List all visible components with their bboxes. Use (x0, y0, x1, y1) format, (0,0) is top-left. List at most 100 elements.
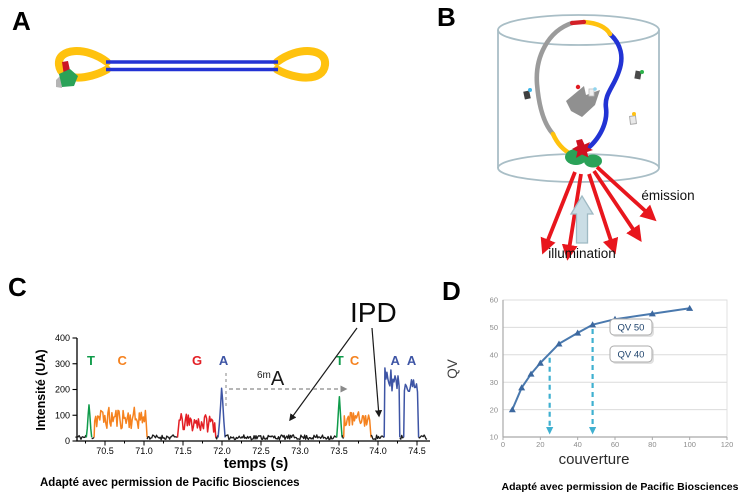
incoming-dye-cyan (593, 87, 597, 91)
trace-pulse-C (342, 411, 372, 438)
ipd-arrow-left (289, 327, 358, 422)
base-call-letter: T (336, 353, 344, 368)
trace-xtick-label: 71.0 (135, 446, 153, 456)
qv50-callout: QV 50 (609, 318, 654, 337)
free-nucleotide-yellow (629, 112, 637, 125)
qv-data-point (589, 321, 597, 328)
trace-pulse-G (176, 413, 217, 438)
incoming-nucleotide (588, 88, 595, 97)
incorporated-dye-dot (575, 84, 581, 90)
fluorescence-flash-star (572, 139, 593, 158)
trace-baseline (341, 434, 345, 439)
zmw-diagram: émission illumination (497, 14, 695, 261)
methyl-adenine-label: 6mA (257, 368, 285, 390)
qv-ylabel: QV (445, 359, 460, 379)
base-call-letter: T (87, 353, 95, 368)
trace-pulse-A (402, 379, 420, 438)
panel-a-label: A (12, 6, 31, 36)
ipd-arrow-right (371, 327, 383, 418)
qv-xtick-label: 0 (501, 440, 505, 449)
trace-xtick-label: 70.5 (96, 446, 114, 456)
base-call-letter: A (219, 353, 229, 368)
qv-xtick-label: 120 (721, 440, 734, 449)
trace-pulse-T (85, 404, 93, 438)
qv-data-point (536, 359, 544, 366)
qv-data-point (555, 340, 563, 347)
coverage-arrowhead (589, 427, 597, 435)
qv-data-point (508, 406, 516, 413)
base-call-letter: A (390, 353, 400, 368)
trace-xtick-label: 74.5 (408, 446, 426, 456)
polymerase-blob (59, 69, 78, 87)
qv-xtick-label: 20 (536, 440, 544, 449)
qv40-callout: QV 40 (609, 345, 654, 364)
trace-xtick-label: 72.5 (252, 446, 270, 456)
trace-ytick-label: 100 (55, 410, 70, 420)
trace-pulse-C (93, 406, 148, 438)
trace-xtick-label: 73.0 (291, 446, 309, 456)
trace-xtick-label: 72.0 (213, 446, 231, 456)
qv-ytick-label: 40 (490, 351, 498, 360)
base-call-letter: C (117, 353, 127, 368)
coverage-arrowhead (546, 427, 554, 435)
trace-pulse-A (217, 387, 226, 438)
hairpin-loop-left (55, 47, 111, 82)
trace-pulse-A (383, 367, 401, 438)
emission-arrows (540, 165, 657, 261)
trace-baseline (370, 434, 385, 441)
free-nucleotide-cyan (523, 88, 532, 100)
panel-c-label: C (8, 272, 27, 302)
trace-xtick-label: 74.0 (369, 446, 387, 456)
trace-ytick-label: 200 (55, 385, 70, 395)
illumination-arrow (569, 194, 595, 244)
qv-xtick-label: 80 (648, 440, 656, 449)
qv-ytick-label: 30 (490, 378, 498, 387)
svg-text:QV 50: QV 50 (618, 323, 645, 334)
template-adapter-top (581, 19, 613, 37)
base-call-letter: A (407, 353, 417, 368)
trace-baseline (418, 434, 428, 440)
illumination-label: illumination (548, 246, 616, 261)
qv-ytick-label: 60 (490, 296, 498, 305)
qv-data-point (527, 370, 535, 377)
ipd-label: IPD (350, 297, 397, 328)
qv-data-point (648, 310, 656, 317)
qv-curve (511, 307, 690, 410)
trace-xtick-label: 71.5 (174, 446, 192, 456)
qv-ytick-label: 10 (490, 433, 498, 442)
template-strand-gray (534, 20, 575, 137)
qv-xtick-label: 100 (683, 440, 696, 449)
polymerase-bottom-right (584, 154, 602, 168)
trace-baseline (91, 436, 95, 440)
qv-ytick-label: 20 (490, 405, 498, 414)
trace-ylabel: Intensité (UA) (34, 349, 48, 430)
trace-baseline (146, 434, 178, 441)
panel-b-label: B (437, 2, 456, 32)
trace-ytick-label: 400 (55, 333, 70, 343)
qv-xlabel: couverture (559, 451, 630, 468)
trace-pulse-T (335, 395, 343, 438)
trace-baseline (75, 434, 87, 440)
panel-d-label: D (442, 276, 461, 306)
qv-ytick-label: 50 (490, 323, 498, 332)
free-nucleotide-green (634, 70, 644, 80)
base-call-letter: C (350, 353, 360, 368)
emission-label: émission (641, 188, 694, 203)
qv-data-point (574, 329, 582, 336)
panel-c-caption: Adapté avec permission de Pacific Biosci… (40, 477, 300, 489)
hairpin-loop-right (273, 47, 329, 82)
smrtbell-diagram (55, 47, 329, 88)
svg-text:QV 40: QV 40 (618, 350, 645, 361)
qv-data-point (686, 304, 694, 311)
qv-xtick-label: 40 (573, 440, 581, 449)
qv-xtick-label: 60 (611, 440, 619, 449)
panel-d-caption: Adapté avec permission de Pacific Biosci… (502, 481, 739, 493)
trace-xlabel: temps (s) (224, 456, 289, 472)
trace-baseline (399, 434, 404, 440)
trace-xtick-label: 73.5 (330, 446, 348, 456)
template-strand-blue (578, 31, 624, 156)
qv-data-point (518, 384, 526, 391)
